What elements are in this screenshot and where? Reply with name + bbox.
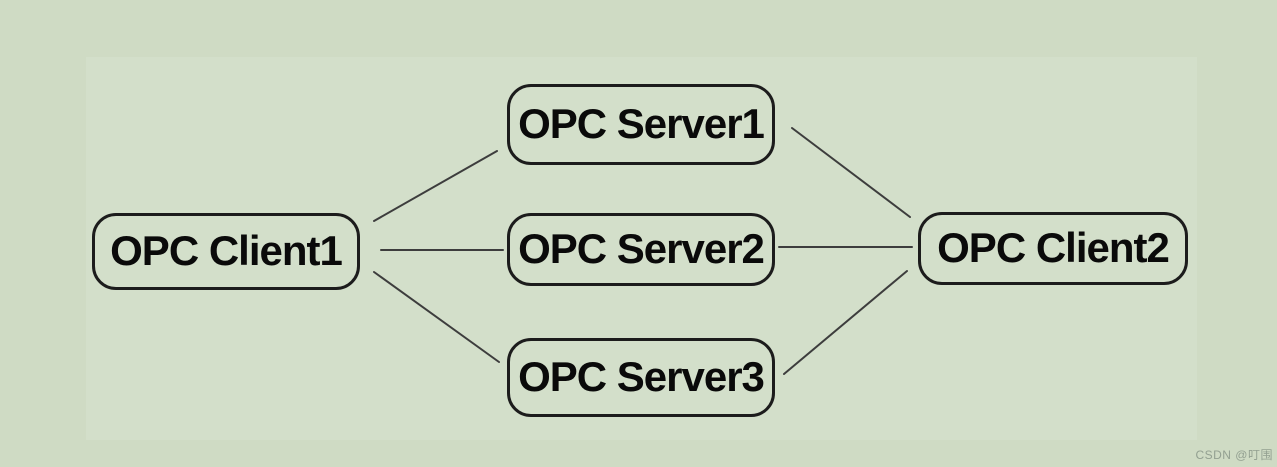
node-opc-server2-label: OPC Server2 — [518, 224, 765, 272]
node-opc-server3-label: OPC Server3 — [518, 352, 765, 400]
node-opc-server1: OPC Server1 — [507, 84, 775, 165]
node-opc-client1-label: OPC Client1 — [110, 226, 343, 274]
node-opc-client1: OPC Client1 — [92, 213, 360, 290]
csdn-watermark: CSDN @叮围 — [1195, 448, 1273, 462]
node-opc-server1-label: OPC Server1 — [518, 99, 765, 147]
node-opc-client2: OPC Client2 — [918, 212, 1188, 285]
node-opc-server3: OPC Server3 — [507, 338, 775, 417]
node-opc-client2-label: OPC Client2 — [937, 223, 1170, 271]
node-opc-server2: OPC Server2 — [507, 213, 775, 286]
